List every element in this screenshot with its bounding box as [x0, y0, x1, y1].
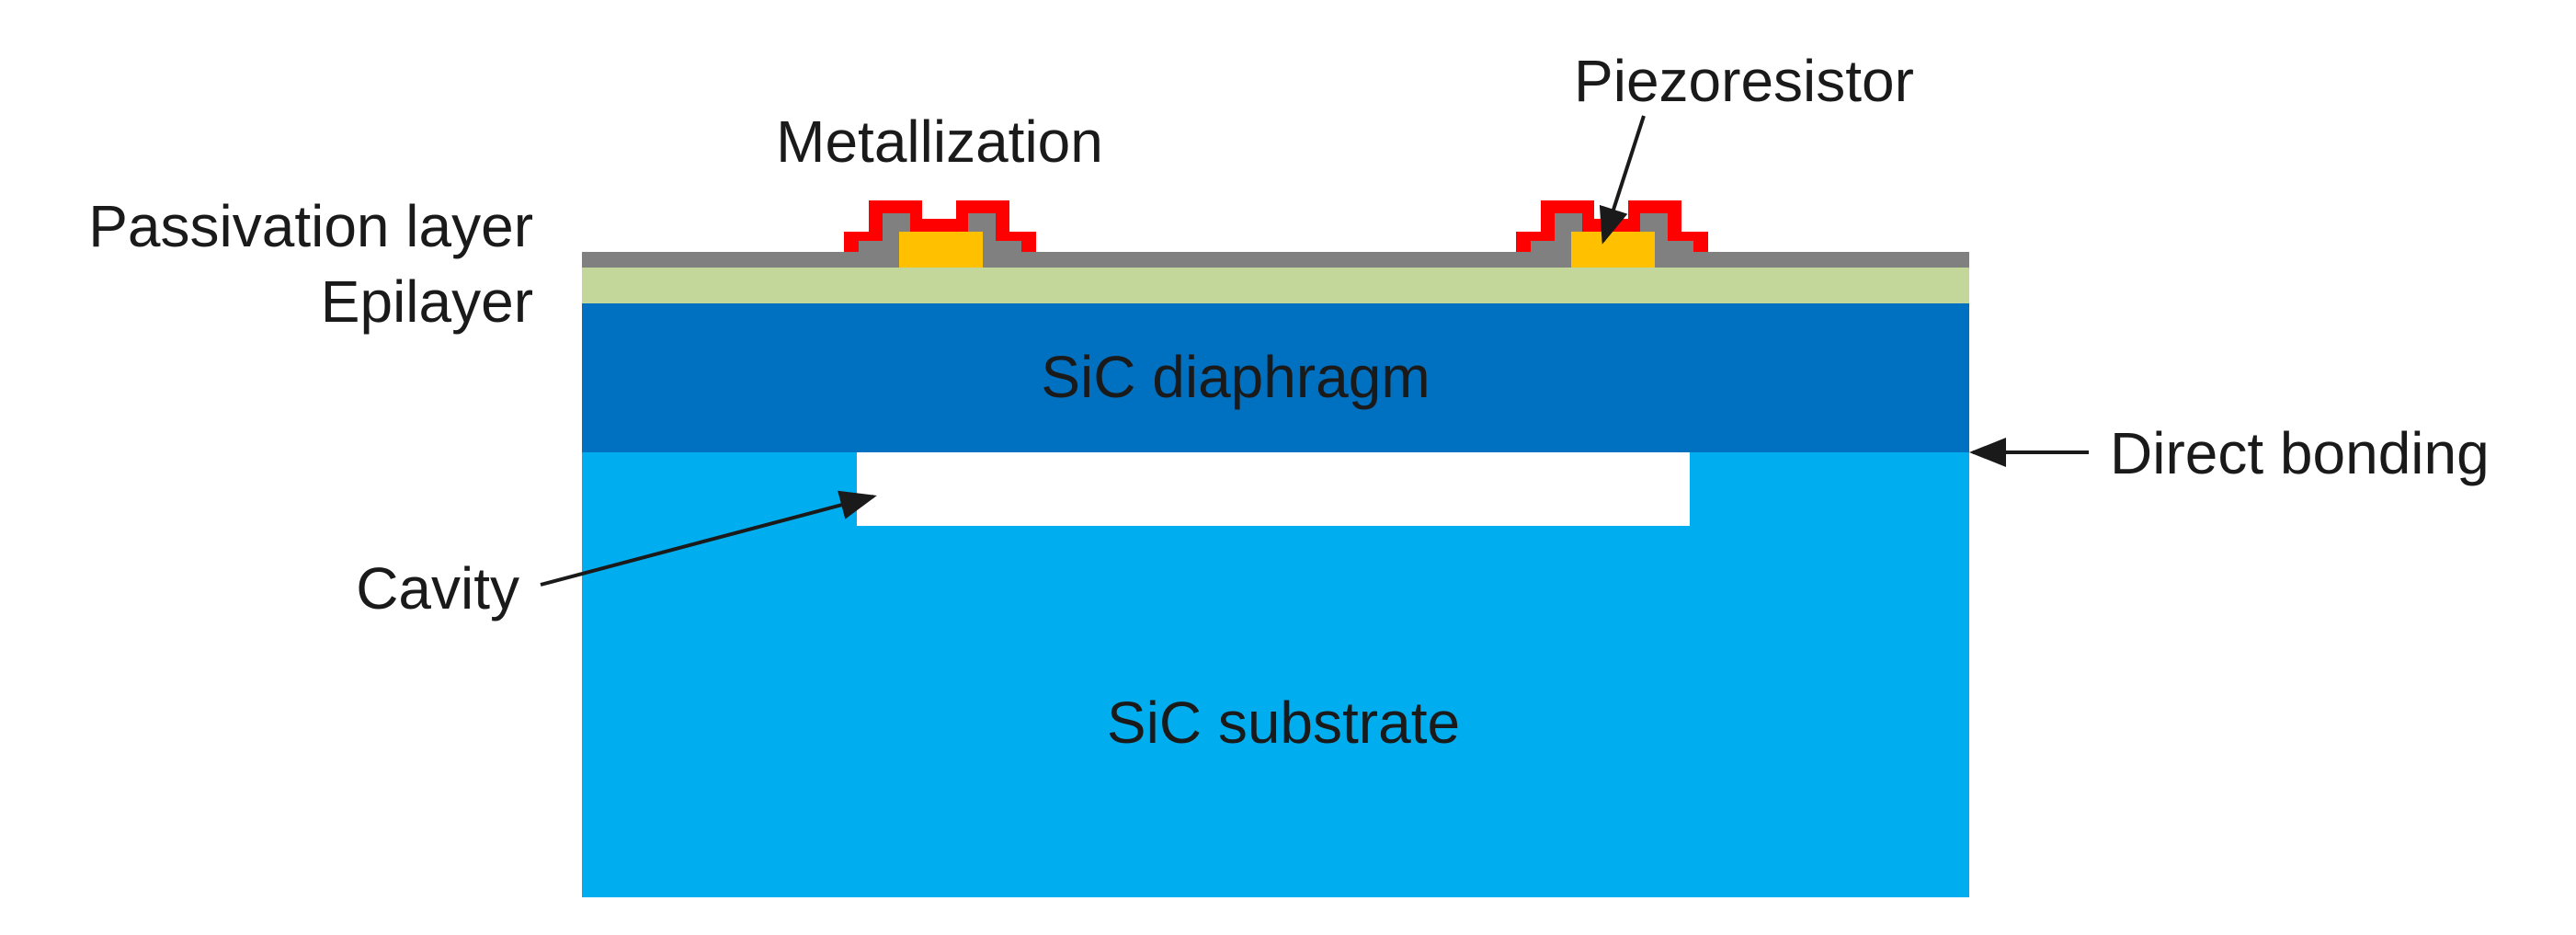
passivation-layer-label: Passivation layer [88, 193, 533, 259]
sic-diaphragm-layer [582, 303, 1969, 452]
passivation-layer [582, 252, 1969, 268]
sic-diaphragm-label: SiC diaphragm [1041, 344, 1430, 410]
left-piezoresistor [899, 232, 983, 268]
cavity-label: Cavity [356, 555, 519, 621]
sic-substrate-label: SiC substrate [1107, 690, 1460, 756]
cavity-arrow [540, 490, 877, 587]
piezoresistor-arrow [1599, 115, 1646, 245]
direct-bonding-label: Direct bonding [2110, 420, 2490, 486]
epilayer-label: Epilayer [321, 268, 533, 335]
left-contact [844, 200, 1036, 268]
metallization-label: Metallization [776, 108, 1103, 175]
sic-substrate-layer [582, 452, 1969, 897]
piezoresistor-label: Piezoresistor [1574, 48, 1914, 114]
right-piezoresistor [1571, 232, 1655, 268]
cavity [857, 452, 1690, 526]
epilayer-layer [582, 268, 1969, 303]
